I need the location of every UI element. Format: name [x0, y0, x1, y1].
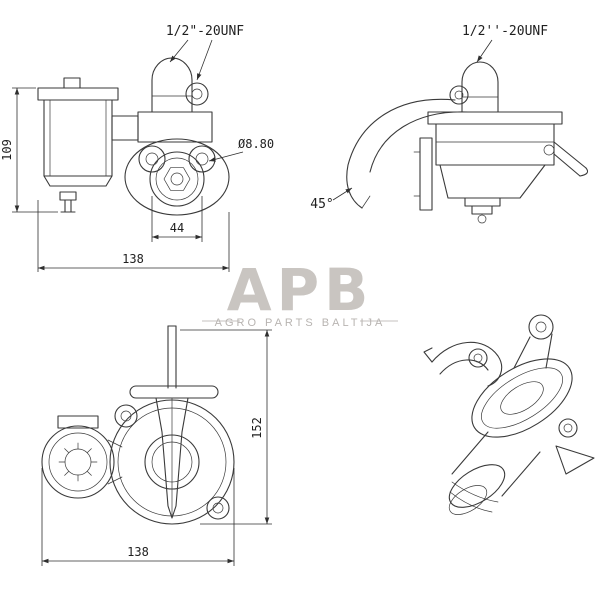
iso-lever — [423, 341, 503, 387]
plan-dim-138: 138 — [41, 468, 235, 566]
iso-flange — [468, 348, 578, 438]
front-bolt-spacing-dim-text: 44 — [170, 221, 184, 235]
front-height-dim-text: 109 — [0, 139, 14, 161]
iso-thread-fitting — [513, 314, 554, 369]
front-flange — [124, 138, 230, 216]
plan-dim-152: 152 — [180, 329, 272, 525]
plan-flange — [109, 399, 235, 525]
front-view: 1/2"-20UNF Ø8.80 109 44 138 — [0, 24, 274, 272]
front-width-dim-text: 138 — [122, 252, 144, 266]
iso-view — [423, 314, 595, 515]
front-thread-leader-1 — [169, 39, 189, 63]
side-thread-label: 1/2''-20UNF — [462, 24, 548, 39]
plan-height-dim-text: 152 — [250, 417, 264, 439]
plan-side-knob — [41, 415, 123, 499]
watermark-logo: APB — [227, 256, 374, 324]
side-thread-fitting — [449, 61, 499, 113]
front-upper-housing — [111, 111, 213, 143]
iso-bracket-tab — [555, 445, 595, 475]
front-thread-fitting — [151, 57, 209, 113]
side-angle-label: 45° — [310, 197, 333, 212]
plan-view: 152 138 — [41, 325, 272, 566]
front-canister — [37, 77, 119, 213]
plan-lever-rod — [129, 325, 219, 519]
front-hole-leader — [208, 151, 244, 162]
side-priming-lever — [346, 98, 469, 209]
side-rocker-lever — [543, 141, 589, 177]
side-view: 1/2''-20UNF — [310, 24, 589, 224]
iso-body — [448, 431, 541, 515]
side-thread-leader — [476, 39, 493, 63]
front-dim-109: 109 — [0, 87, 58, 213]
watermark: APB AGRO PARTS BALTIJA — [202, 256, 398, 329]
watermark-subtitle: AGRO PARTS BALTIJA — [215, 317, 386, 329]
front-thread-leader-2 — [196, 39, 213, 81]
side-pump-body — [413, 111, 563, 224]
plan-width-dim-text: 138 — [127, 545, 149, 559]
front-hole-diameter-label: Ø8.80 — [238, 137, 274, 151]
front-dim-138: 138 — [37, 200, 230, 272]
plan-knob-spline — [58, 442, 98, 482]
front-dim-44: 44 — [151, 196, 203, 242]
side-angle-leader — [332, 187, 353, 201]
front-thread-label: 1/2"-20UNF — [166, 24, 244, 39]
